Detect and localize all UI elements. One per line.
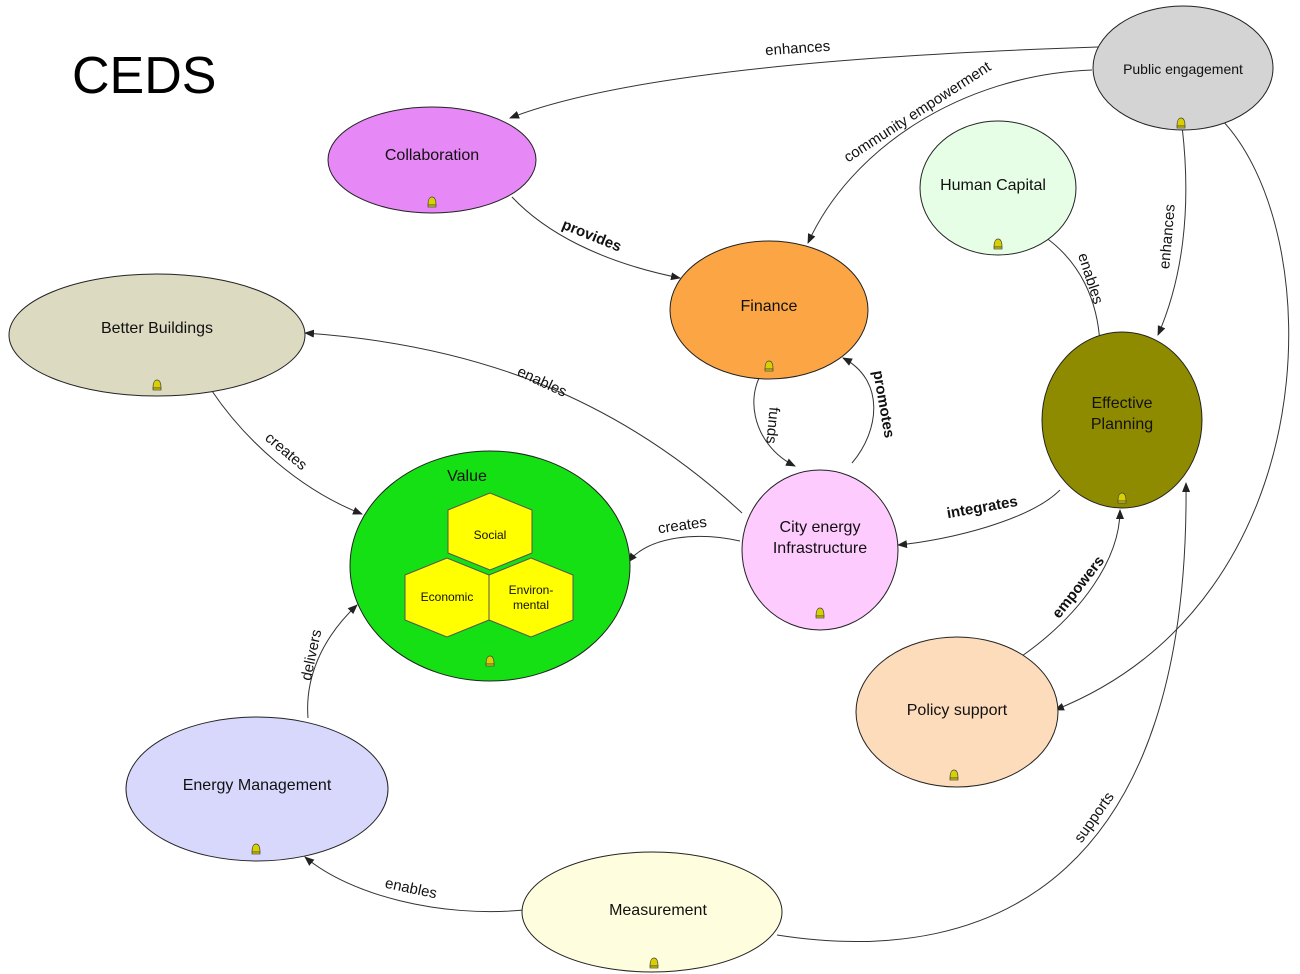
finance-label: Finance (741, 298, 798, 315)
edge-public-engagement-to-policy-support[interactable] (1054, 117, 1290, 711)
node-effective-planning[interactable]: Effective Planning (1041, 331, 1203, 509)
edge-measurement-to-effective-planning[interactable] (776, 482, 1191, 942)
edge-label-creates-bb: creates (262, 429, 311, 474)
economic-label: Economic (421, 590, 474, 604)
environmental-hex (488, 557, 574, 638)
edge-label-enables-hc: enables (1074, 251, 1106, 306)
human-capital-label: Human Capital (940, 177, 1046, 194)
edge-better-buildings-to-value[interactable] (211, 390, 363, 515)
node-value[interactable]: Value Social Economic Environ- mental (349, 450, 631, 682)
policy-support-shape (855, 636, 1059, 788)
finance-shape (669, 240, 869, 380)
better-buildings-shape (8, 273, 306, 397)
node-human-capital[interactable]: Human Capital (919, 120, 1077, 256)
city-energy-label-line1: City energy (780, 519, 861, 536)
value-label: Value (447, 468, 487, 485)
node-measurement[interactable]: Measurement (521, 851, 783, 973)
edge-public-engagement-to-effective-planning[interactable] (1157, 125, 1187, 336)
node-better-buildings[interactable]: Better Buildings (8, 273, 306, 397)
policy-support-label: Policy support (907, 702, 1008, 719)
city-energy-label-line2: Infrastructure (773, 540, 867, 557)
edge-label-enhances-planning: enhances (1156, 203, 1179, 269)
public-engagement-label: Public engagement (1123, 61, 1243, 77)
edge-collaboration-to-finance[interactable] (511, 196, 681, 281)
edge-city-energy-to-better-buildings[interactable] (304, 329, 743, 514)
node-energy-management[interactable]: Energy Management (125, 716, 389, 862)
social-hex (447, 492, 533, 571)
edge-policy-support-to-effective-planning[interactable] (1021, 509, 1124, 657)
edge-label-creates-city: creates (657, 514, 708, 538)
note-icon (764, 360, 774, 372)
node-city-energy-infrastructure[interactable]: City energy Infrastructure (741, 469, 899, 631)
edge-city-energy-to-finance[interactable] (842, 357, 875, 464)
note-icon (815, 607, 825, 619)
node-finance[interactable]: Finance (669, 240, 869, 380)
energy-management-label: Energy Management (183, 777, 332, 794)
note-icon (152, 379, 162, 391)
edge-label-empowers: empowers (1049, 553, 1108, 622)
environmental-label-line1: Environ- (509, 583, 554, 597)
city-energy-shape (741, 469, 899, 631)
node-public-engagement[interactable]: Public engagement (1092, 5, 1274, 131)
environmental-label-line2: mental (513, 598, 549, 612)
effective-planning-shape (1041, 331, 1203, 509)
edge-public-engagement-to-collaboration[interactable] (509, 46, 1099, 119)
edge-effective-planning-to-city-energy[interactable] (897, 489, 1061, 549)
effective-planning-label-line1: Effective (1091, 395, 1152, 412)
node-policy-support[interactable]: Policy support (855, 636, 1059, 788)
edge-city-energy-to-value[interactable] (627, 535, 741, 563)
edge-label-integrates: integrates (945, 493, 1019, 522)
edge-label-provides: provides (560, 216, 624, 255)
effective-planning-label-line2: Planning (1091, 416, 1153, 433)
edges (211, 46, 1290, 942)
edge-label-enables-bb: enables (514, 363, 569, 401)
public-engagement-shape (1092, 5, 1274, 131)
measurement-shape (521, 851, 783, 973)
social-label: Social (474, 528, 507, 542)
edge-label-delivers: delivers (298, 628, 325, 682)
note-icon (993, 238, 1003, 250)
collaboration-label: Collaboration (385, 147, 479, 164)
better-buildings-label: Better Buildings (101, 320, 213, 337)
edge-public-engagement-to-finance[interactable] (807, 69, 1093, 244)
human-capital-shape (919, 120, 1077, 256)
edge-human-capital-to-effective-planning[interactable] (1044, 236, 1104, 346)
edge-measurement-to-energy-management[interactable] (304, 856, 525, 913)
note-icon (649, 957, 659, 969)
node-collaboration[interactable]: Collaboration (327, 106, 537, 214)
diagram-title: CEDS (72, 47, 216, 105)
note-icon (1117, 492, 1127, 504)
note-icon (427, 196, 437, 208)
edge-label-enhances-collab: enhances (765, 38, 831, 59)
note-icon (251, 843, 261, 855)
note-icon (1176, 117, 1186, 129)
edge-label-funds: funds (762, 406, 782, 444)
note-icon (485, 655, 495, 667)
edge-energy-management-to-value[interactable] (307, 604, 358, 719)
collaboration-shape (327, 106, 537, 214)
measurement-label: Measurement (609, 902, 707, 919)
energy-management-shape (125, 716, 389, 862)
note-icon (949, 769, 959, 781)
